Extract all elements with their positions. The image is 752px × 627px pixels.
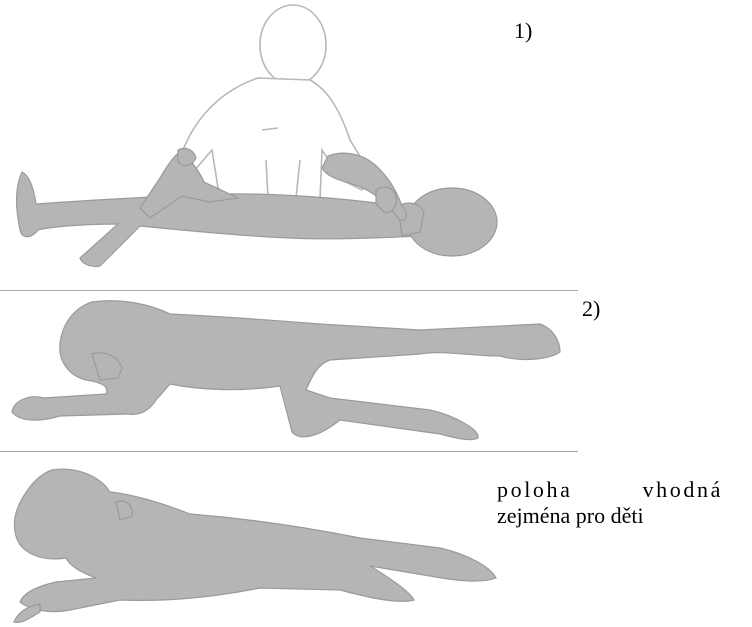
illustration-child-position [0, 462, 500, 627]
figure-recovery-position [0, 290, 578, 452]
child-position-figure [14, 469, 496, 622]
step-number-1: 1) [514, 18, 532, 44]
illustration-recovery-position-side [0, 290, 578, 452]
figure-supine-patient-with-helper [0, 0, 500, 272]
figure-child-position [0, 462, 500, 627]
position-note: poloha vhodná zejména pro děti [497, 477, 742, 529]
position-note-line-1: poloha vhodná [497, 477, 742, 503]
step-number-2: 2) [582, 296, 600, 322]
illustration-helper-turning-patient [0, 0, 500, 272]
position-note-line-2: zejména pro děti [497, 503, 742, 529]
recovery-figure [12, 301, 560, 440]
